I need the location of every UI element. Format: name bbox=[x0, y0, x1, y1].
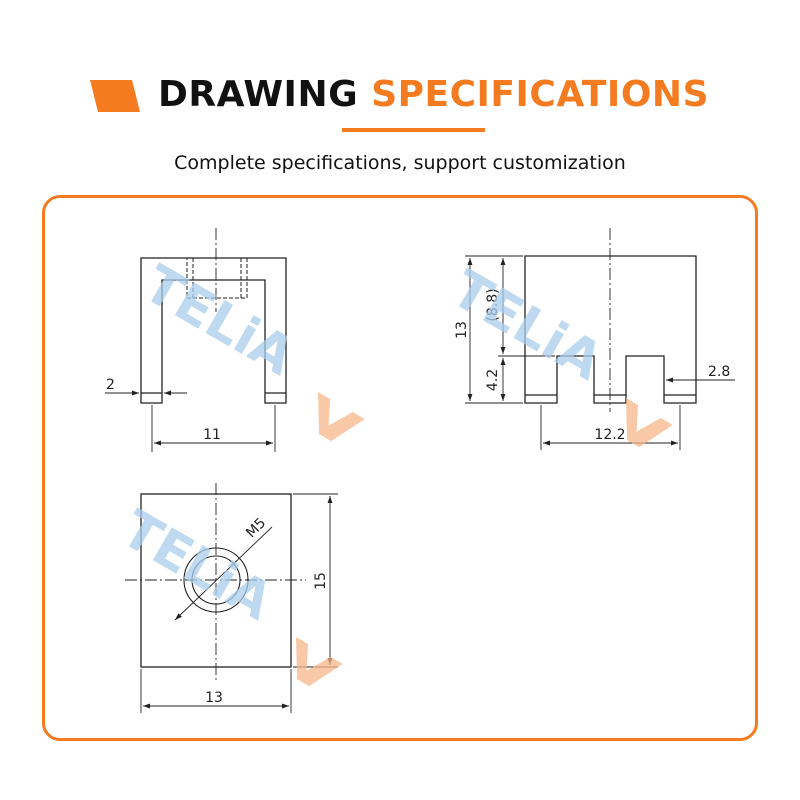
dim-top-width: 13 bbox=[205, 690, 223, 706]
title-underline bbox=[342, 128, 485, 132]
watermark-text: TELiA bbox=[442, 259, 612, 392]
side-view bbox=[465, 228, 735, 450]
watermark-text: TELiA bbox=[134, 254, 304, 387]
dim-thread: M5 bbox=[243, 515, 269, 541]
front-view-thread-hidden bbox=[186, 257, 248, 299]
dim-slot-width: 2.8 bbox=[708, 364, 730, 380]
watermark-logo-mark bbox=[626, 398, 673, 448]
watermark-logo-mark bbox=[318, 392, 365, 442]
header-accent-tab bbox=[90, 80, 140, 112]
watermark-front: TELiA bbox=[134, 254, 365, 442]
front-view bbox=[105, 228, 287, 452]
dim-top-height: 15 bbox=[313, 572, 329, 590]
top-view bbox=[125, 483, 338, 713]
title-word-specifications: SPECIFICATIONS bbox=[371, 74, 709, 115]
page-title: DRAWING SPECIFICATIONS bbox=[158, 70, 709, 120]
watermark-side: TELiA bbox=[442, 259, 673, 448]
title-word-drawing: DRAWING bbox=[158, 74, 359, 115]
dim-wall-thickness: 2 bbox=[106, 377, 115, 393]
dim-inner-width: 11 bbox=[203, 427, 221, 443]
dim-height: 13 bbox=[454, 321, 470, 339]
watermark-logo-mark bbox=[296, 637, 343, 687]
side-view-outline bbox=[524, 255, 697, 404]
thread-leader bbox=[174, 526, 273, 621]
drawing-frame bbox=[42, 195, 758, 741]
page-subtitle: Complete specifications, support customi… bbox=[174, 152, 626, 174]
dim-slot-depth: 4.2 bbox=[485, 369, 501, 391]
dim-slot-span: 12.2 bbox=[594, 427, 625, 443]
watermark-top: TELiA bbox=[112, 499, 343, 687]
dim-upper-height: (8.8) bbox=[485, 288, 501, 321]
